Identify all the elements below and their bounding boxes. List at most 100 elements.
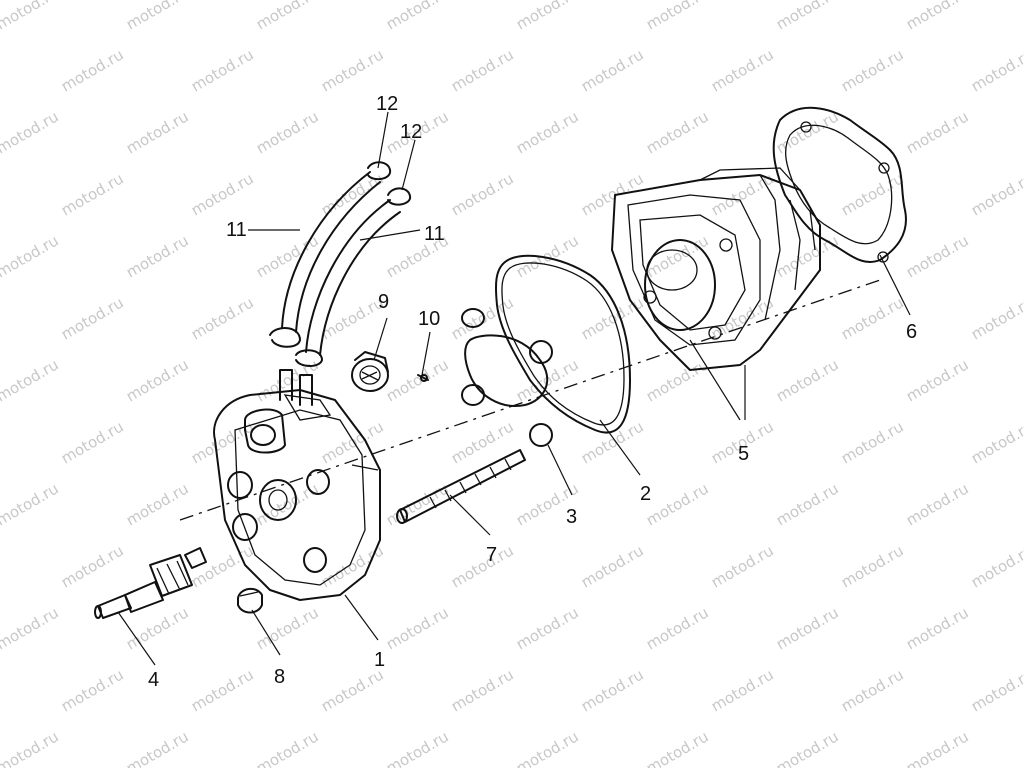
watermark-text: motod.ru bbox=[58, 541, 127, 591]
leader-lines bbox=[117, 111, 911, 666]
watermark-text: motod.ru bbox=[123, 231, 192, 281]
watermark-text: motod.ru bbox=[188, 293, 257, 343]
watermark-text: motod.ru bbox=[513, 603, 582, 653]
watermark-text: motod.ru bbox=[318, 45, 387, 95]
callout-8: 8 bbox=[274, 666, 285, 688]
watermark-text: motod.ru bbox=[968, 45, 1024, 95]
stud-part bbox=[396, 449, 526, 524]
watermark-text: motod.ru bbox=[968, 293, 1024, 343]
head-gasket-part bbox=[495, 254, 631, 434]
watermark-text: motod.ru bbox=[838, 293, 907, 343]
watermark-text: motod.ru bbox=[253, 0, 322, 33]
watermark-text: motod.ru bbox=[58, 169, 127, 219]
watermark-text: motod.ru bbox=[578, 417, 647, 467]
watermark-text: motod.ru bbox=[253, 727, 322, 768]
spark-plug-part bbox=[94, 547, 207, 619]
center-axis-line bbox=[179, 279, 881, 521]
watermark-text: motod.ru bbox=[188, 665, 257, 715]
thermostat-part bbox=[351, 351, 389, 392]
watermark-text: motod.ru bbox=[903, 603, 972, 653]
watermark-text: motod.ru bbox=[448, 45, 517, 95]
watermark-text: motod.ru bbox=[773, 0, 842, 33]
callout-10: 10 bbox=[418, 308, 440, 330]
watermark-text: motod.ru bbox=[513, 0, 582, 33]
watermark-text: motod.ru bbox=[188, 45, 257, 95]
watermark-text: motod.ru bbox=[123, 0, 192, 33]
watermark-text: motod.ru bbox=[318, 665, 387, 715]
cylinder-head-part bbox=[213, 369, 381, 601]
watermark-text: motod.ru bbox=[708, 45, 777, 95]
watermark-text: motod.ru bbox=[708, 541, 777, 591]
watermark-text: motod.ru bbox=[773, 479, 842, 529]
watermark-text: motod.ru bbox=[968, 665, 1024, 715]
watermark-text: motod.ru bbox=[968, 541, 1024, 591]
watermark-text: motod.ru bbox=[123, 107, 192, 157]
watermark-text: motod.ru bbox=[383, 0, 452, 33]
watermark-text: motod.ru bbox=[838, 45, 907, 95]
watermark-text: motod.ru bbox=[0, 107, 62, 157]
watermark-text: motod.ru bbox=[578, 541, 647, 591]
watermark-text: motod.ru bbox=[968, 169, 1024, 219]
watermark-text: motod.ru bbox=[903, 107, 972, 157]
callout-11-left: 11 bbox=[226, 219, 247, 241]
watermark-text: motod.ru bbox=[773, 727, 842, 768]
callout-6: 6 bbox=[906, 321, 917, 343]
watermark-text: motod.ru bbox=[58, 45, 127, 95]
watermark-text: motod.ru bbox=[318, 293, 387, 343]
watermark-text: motod.ru bbox=[188, 169, 257, 219]
watermark-text: motod.ru bbox=[0, 479, 62, 529]
watermark-text: motod.ru bbox=[383, 603, 452, 653]
watermark-text: motod.ru bbox=[643, 355, 712, 405]
watermark-text: motod.ru bbox=[643, 727, 712, 768]
callout-labels: 12 12 11 11 9 10 6 5 2 3 7 1 4 8 bbox=[148, 93, 917, 691]
watermark-text: motod.ru bbox=[0, 0, 62, 33]
watermark-text: motod.ru bbox=[123, 479, 192, 529]
callout-1: 1 bbox=[374, 649, 385, 671]
callout-4: 4 bbox=[148, 669, 159, 691]
watermark-text: motod.ru bbox=[643, 479, 712, 529]
watermark-text: motod.ru bbox=[383, 355, 452, 405]
watermark-text: motod.ru bbox=[448, 665, 517, 715]
coolant-hoses-part bbox=[281, 171, 401, 356]
watermark-text: motod.ru bbox=[838, 541, 907, 591]
watermark-text: motod.ru bbox=[968, 417, 1024, 467]
callout-12-lower: 12 bbox=[400, 121, 422, 143]
watermark-text: motod.ru bbox=[643, 603, 712, 653]
watermark-text: motod.ru bbox=[123, 727, 192, 768]
callout-7: 7 bbox=[486, 544, 497, 566]
callout-9: 9 bbox=[378, 291, 389, 313]
watermark-text: motod.ru bbox=[838, 169, 907, 219]
watermark-text: motod.ru bbox=[0, 727, 62, 768]
watermark-text: motod.ru bbox=[643, 0, 712, 33]
small-screw-part bbox=[417, 374, 429, 382]
watermark-text: motod.ru bbox=[773, 355, 842, 405]
watermark-text: motod.ru bbox=[708, 665, 777, 715]
watermark-text: motod.ru bbox=[578, 665, 647, 715]
watermark-text: motod.ru bbox=[838, 417, 907, 467]
watermark-text: motod.ru bbox=[123, 355, 192, 405]
watermark-text: motod.ru bbox=[773, 603, 842, 653]
callout-3: 3 bbox=[566, 506, 577, 528]
watermark-text: motod.ru bbox=[58, 665, 127, 715]
watermark-text: motod.ru bbox=[838, 665, 907, 715]
watermark-text: motod.ru bbox=[903, 231, 972, 281]
watermark-text: motod.ru bbox=[383, 727, 452, 768]
watermark-text: motod.ru bbox=[188, 417, 257, 467]
watermark-text: motod.ru bbox=[58, 293, 127, 343]
watermark-text: motod.ru bbox=[0, 355, 62, 405]
cap-nut-part bbox=[237, 587, 263, 614]
watermark-text: motod.ru bbox=[903, 355, 972, 405]
callout-2: 2 bbox=[640, 483, 651, 505]
watermark-text: motod.ru bbox=[318, 417, 387, 467]
callout-11-right: 11 bbox=[424, 223, 445, 245]
watermark-text: motod.ru bbox=[253, 107, 322, 157]
watermark-text: motod.ru bbox=[578, 169, 647, 219]
watermark-text: motod.ru bbox=[0, 603, 62, 653]
watermark-text: motod.ru bbox=[773, 231, 842, 281]
watermark-text: motod.ru bbox=[0, 231, 62, 281]
watermark-text: motod.ru bbox=[903, 0, 972, 33]
watermark-text: motod.ru bbox=[643, 107, 712, 157]
